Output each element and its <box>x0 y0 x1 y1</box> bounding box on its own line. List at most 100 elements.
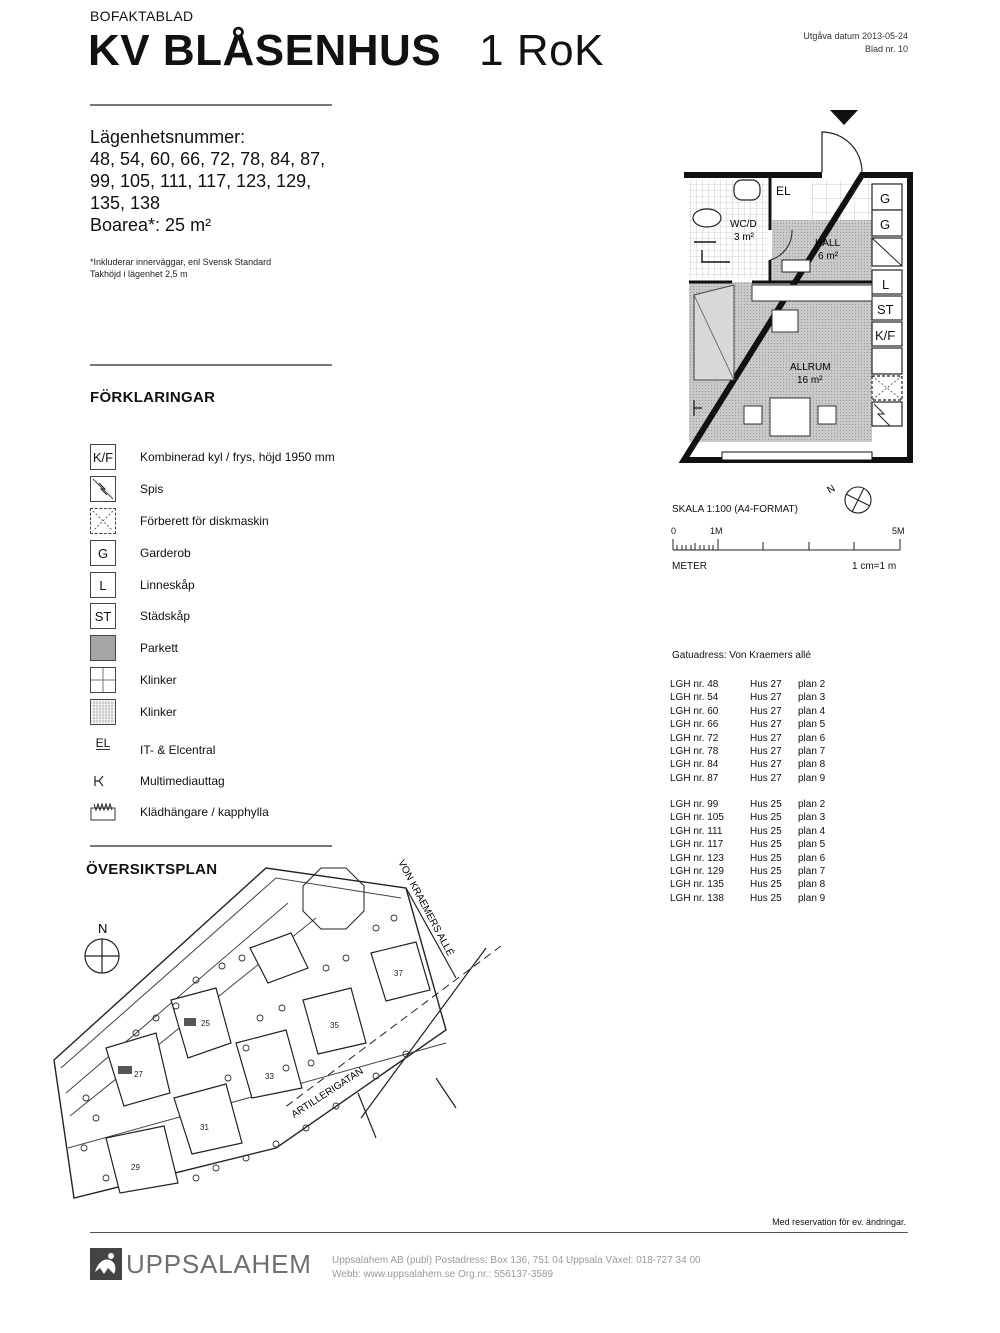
allrum-area: 16 m² <box>797 375 823 386</box>
hall-area: 6 m² <box>818 251 839 262</box>
floor: plan 3 <box>798 812 826 824</box>
note-walls: *Inkluderar innerväggar, enl Svensk Stan… <box>90 257 272 267</box>
hus: Hus 25 <box>750 812 782 824</box>
floor: plan 4 <box>798 825 826 837</box>
dining-table <box>769 397 811 437</box>
document-type: BOFAKTABLAD <box>90 8 194 24</box>
floor: plan 6 <box>798 852 826 864</box>
floor: plan 8 <box>798 759 826 771</box>
floor: plan 7 <box>798 866 826 878</box>
issue-info: Utgåva datum 2013-05-24 Blad nr. 10 <box>803 30 908 56</box>
hus: Hus 27 <box>750 719 782 731</box>
storage-label: K/F <box>875 328 895 343</box>
company-web: Webb: www.uppsalahem.se Org.nr.: 556137-… <box>332 1269 554 1280</box>
lgh: LGH nr. 111 <box>670 825 723 837</box>
bed <box>693 284 735 381</box>
storage-label: G <box>880 217 890 232</box>
lgh: LGH nr. 99 <box>670 799 719 810</box>
storage-label: ST <box>877 302 894 317</box>
entrance-door <box>821 131 863 173</box>
scale-one: 1M <box>710 526 723 536</box>
floor: plan 9 <box>798 772 826 784</box>
legend-label: IT- & Elcentral <box>140 743 216 757</box>
house-numbers: 25 27 29 31 33 35 37 <box>131 969 403 1172</box>
wc-name: WC/D <box>730 219 757 230</box>
lgh: LGH nr. 117 <box>670 839 724 851</box>
storage-column <box>871 183 903 427</box>
fridge-freezer-icon: K/F <box>90 444 116 470</box>
desk-chair <box>771 309 799 333</box>
scale-text: SKALA 1:100 (A4-FORMAT) <box>672 504 798 515</box>
apartment-numbers-line: 99, 105, 111, 117, 123, 129, <box>90 171 312 191</box>
lgh: LGH nr. 123 <box>670 852 724 864</box>
legend-label: Klinker <box>140 673 177 687</box>
apartment-heading: Lägenhetsnummer: <box>90 127 246 147</box>
street-name-von-kraemers: VON KRAEMERS ALLÉ <box>395 857 457 958</box>
tile-small-icon <box>90 699 116 725</box>
chair <box>743 405 763 425</box>
apartment-info: Lägenhetsnummer: 48, 54, 60, 66, 72, 78,… <box>90 126 350 236</box>
scale-unit: METER <box>672 561 707 572</box>
wc-sink <box>733 179 761 201</box>
page-title: KV BLÅSENHUS 1 RoK <box>88 26 604 76</box>
coat-rack <box>781 259 811 273</box>
apartment-row: LGH nr. 117 Hus 25 plan 5 <box>670 838 825 851</box>
lgh: LGH nr. 66 <box>670 719 719 731</box>
legend-label: Multimediauttag <box>140 774 225 788</box>
floor: plan 8 <box>798 879 826 891</box>
lgh: LGH nr. 135 <box>670 879 724 891</box>
kitchen-counter <box>751 284 873 302</box>
overview-title: ÖVERSIKTSPLAN <box>86 861 218 878</box>
cleaning-cupboard-icon: ST <box>90 603 116 629</box>
site-boundary <box>53 867 447 1199</box>
floor: plan 9 <box>798 892 826 904</box>
chair <box>817 405 837 425</box>
legend-item-tile-small: Klinker <box>90 699 390 727</box>
storage-label: G <box>880 191 890 206</box>
room-count: 1 RoK <box>479 26 604 75</box>
note-ceiling: Takhöjd i lägenhet 2,5 m <box>90 269 188 279</box>
company-address: Uppsalahem AB (publ) Postadress: Box 136… <box>332 1255 701 1266</box>
scale-zero: 0 <box>671 526 677 536</box>
floor: plan 5 <box>798 719 826 731</box>
legend-item-cleaning: ST Städskåp <box>90 603 390 631</box>
house-number: 25 <box>201 1019 210 1028</box>
scale-five: 5M <box>892 526 905 536</box>
divider <box>90 364 332 366</box>
sheet-number: Blad nr. 10 <box>864 44 908 54</box>
uppsalahem-logo-icon <box>90 1248 122 1280</box>
house-number: 31 <box>200 1123 209 1132</box>
entrance-arrow-icon <box>830 110 858 125</box>
storage-label: L <box>882 277 889 292</box>
linen-cupboard-icon: L <box>90 572 116 598</box>
dishwasher-symbol-icon <box>871 375 903 401</box>
hus: Hus 25 <box>750 839 782 851</box>
legend-item-parquet: Parkett <box>90 635 390 663</box>
hus: Hus 27 <box>750 732 782 744</box>
legend-label: Linneskåp <box>140 578 195 592</box>
floor: plan 5 <box>798 839 826 851</box>
site-north-arrow: N <box>84 921 120 974</box>
shower-drain <box>694 241 730 263</box>
site-paths <box>60 877 447 1149</box>
roundabout <box>302 867 365 930</box>
legend-item-dishwasher: Förberett för diskmaskin <box>90 508 390 536</box>
legend-item-linen: L Linneskåp <box>90 572 390 600</box>
property-name: KV BLÅSENHUS <box>88 26 442 75</box>
area-notes: *Inkluderar innerväggar, enl Svensk Stan… <box>90 256 271 280</box>
parquet-icon <box>90 635 116 661</box>
scale-ratio: 1 cm=1 m <box>852 561 897 572</box>
legend-label: Spis <box>140 482 164 496</box>
site-north-label: N <box>98 921 107 936</box>
company-info: Uppsalahem AB (publ) Postadress: Box 136… <box>332 1254 701 1282</box>
